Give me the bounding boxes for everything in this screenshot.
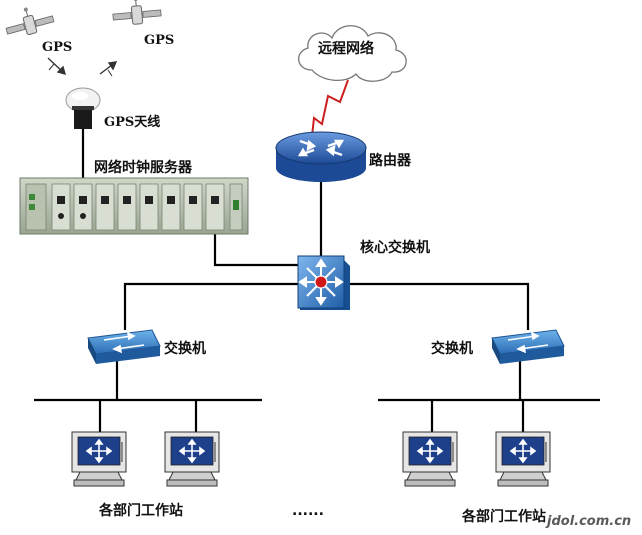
server-rack-icon — [19, 177, 249, 235]
workstation-icon — [71, 431, 127, 487]
switch-right-label: 交换机 — [431, 341, 473, 357]
workstations-left-label: 各部门工作站 — [99, 503, 183, 519]
router-icon — [275, 131, 367, 182]
gps-antenna-label: GPS天线 — [104, 115, 161, 130]
gps-label-1: GPS — [42, 40, 73, 55]
network-time-server-label: 网络时钟服务器 — [94, 160, 192, 176]
ellipsis-label: ...... — [292, 503, 324, 519]
connection-lines — [34, 128, 600, 432]
gps-label-2: GPS — [144, 33, 175, 48]
cloud-icon — [298, 25, 407, 82]
switch-icon — [491, 329, 565, 364]
core-switch-icon — [297, 255, 350, 310]
workstation-icon — [164, 431, 220, 487]
satellite-icon — [111, 0, 163, 27]
switch-icon — [87, 329, 161, 364]
remote-network-label: 远程网络 — [318, 41, 374, 57]
switch-left-label: 交换机 — [164, 341, 206, 357]
satellite-icon — [1, 0, 57, 41]
workstation-icon — [495, 431, 551, 487]
watermark: jdol.com.cn — [547, 514, 632, 529]
gps-antenna-icon — [65, 87, 101, 129]
workstations-right-label: 各部门工作站 — [462, 509, 546, 525]
core-switch-label: 核心交换机 — [360, 240, 430, 256]
router-label: 路由器 — [369, 153, 411, 169]
lightning-link — [311, 79, 349, 137]
workstation-icon — [402, 431, 458, 487]
signal-arrows — [47, 57, 118, 77]
